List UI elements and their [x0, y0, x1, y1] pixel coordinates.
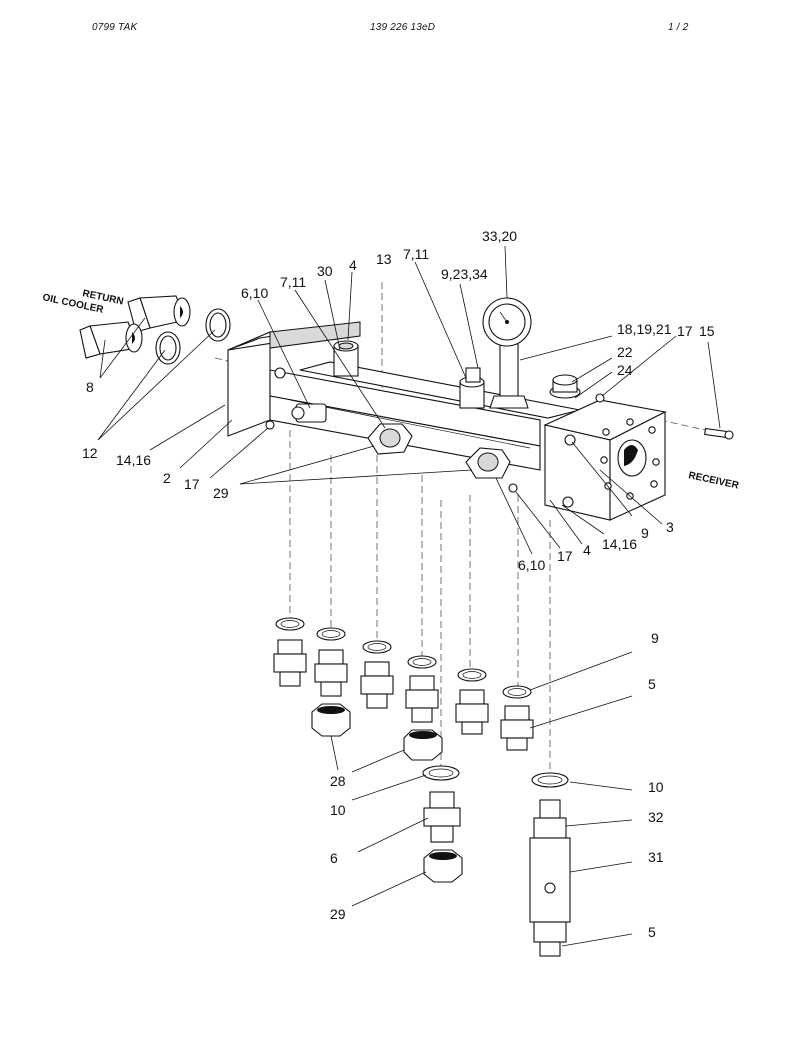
header-page-number: 1 / 2: [668, 22, 689, 33]
callout-numbers: 33,20 7,11 13 4 30 9,23,34 7,11 6,10 18,…: [82, 228, 715, 940]
pressure-gauge-icon: [482, 297, 532, 347]
callout-9-lower: 9: [651, 630, 659, 646]
callout-6-10-top: 6,10: [241, 285, 268, 301]
callout-9-right: 9: [641, 525, 649, 541]
callout-31: 31: [648, 849, 664, 865]
callout-12: 12: [82, 445, 98, 461]
callout-17-bottom: 17: [557, 548, 573, 564]
manifold-block-icon: [227, 321, 667, 521]
callout-17-left: 17: [184, 476, 200, 492]
assembly-dashed-lines: [214, 282, 706, 776]
callout-5-lower: 5: [648, 924, 656, 940]
callout-9-23-34: 9,23,34: [441, 266, 488, 282]
callout-14-16-right: 14,16: [602, 536, 637, 552]
callout-10-left: 10: [330, 802, 346, 818]
label-receiver: RECEIVER: [687, 470, 740, 492]
leader-lines: [97, 245, 721, 947]
callout-8: 8: [86, 379, 94, 395]
callout-2: 2: [163, 470, 171, 486]
callout-13: 13: [376, 251, 392, 267]
oil-cooler-return-fittings: [79, 295, 231, 365]
callout-4-top: 4: [349, 257, 357, 273]
header-doc-code: 0799 TAK: [92, 22, 138, 33]
callout-30: 30: [317, 263, 333, 279]
callout-5-upper: 5: [648, 676, 656, 692]
callout-17-top: 17: [677, 323, 693, 339]
callout-33-20: 33,20: [482, 228, 517, 244]
callout-29-top: 29: [213, 485, 229, 501]
callout-7-11-a: 7,11: [403, 246, 429, 262]
callout-18-19-21: 18,19,21: [617, 321, 672, 337]
callout-3: 3: [666, 519, 674, 535]
callout-22: 22: [617, 344, 633, 360]
callout-24: 24: [617, 362, 633, 378]
callout-7-11-b: 7,11: [280, 274, 306, 290]
callout-14-16-left: 14,16: [116, 452, 151, 468]
callout-29-lower: 29: [330, 906, 346, 922]
front-hex-fittings: [291, 403, 511, 479]
callout-6-lower: 6: [330, 850, 338, 866]
callout-6-10-bottom: 6,10: [518, 557, 545, 573]
callout-4-bottom: 4: [583, 542, 591, 558]
screw-icon: [704, 427, 734, 440]
header-part-number: 139 226 13eD: [370, 22, 436, 33]
callout-15: 15: [699, 323, 715, 339]
callout-32: 32: [648, 809, 664, 825]
callout-28: 28: [330, 773, 346, 789]
callout-10-right: 10: [648, 779, 664, 795]
exploded-components: [273, 617, 571, 957]
